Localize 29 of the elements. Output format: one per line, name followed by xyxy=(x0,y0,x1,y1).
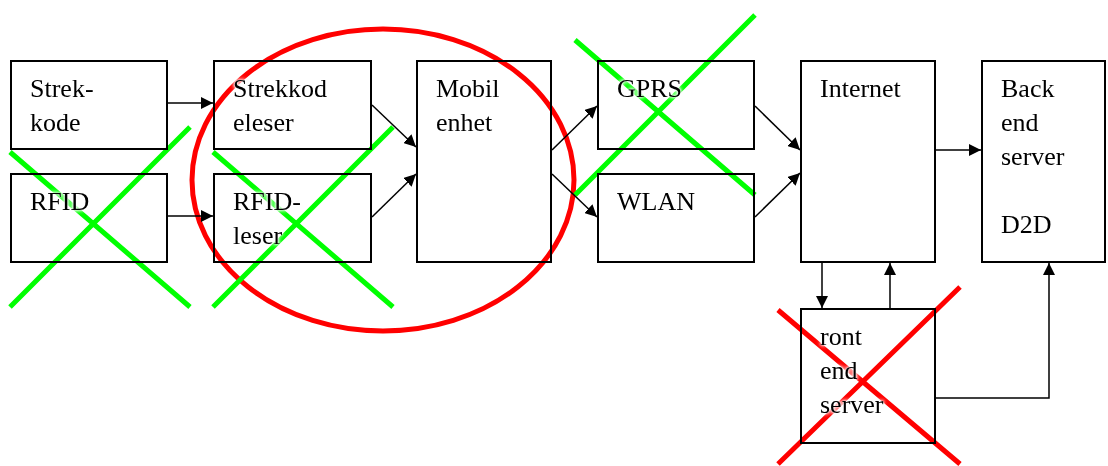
arrow xyxy=(884,262,896,309)
arrow xyxy=(935,262,1055,399)
process-box xyxy=(10,60,168,150)
process-box xyxy=(800,308,936,444)
process-box xyxy=(416,60,552,263)
arrow xyxy=(167,97,214,109)
node-label: Mobil enhet xyxy=(436,73,501,139)
arrow xyxy=(167,210,214,222)
node-label: Internet xyxy=(820,73,902,105)
arrow xyxy=(754,105,801,151)
arrow xyxy=(371,173,417,218)
node-label: Strek- kode xyxy=(30,73,95,139)
arrow xyxy=(935,144,982,156)
process-box xyxy=(597,60,755,150)
process-box xyxy=(800,60,936,263)
arrow xyxy=(551,105,598,151)
node-label: Strekkod eleser xyxy=(233,73,328,139)
arrow xyxy=(371,104,417,148)
node-label: D2D xyxy=(1001,209,1053,241)
node-label: WLAN xyxy=(617,186,696,218)
arrow xyxy=(754,172,801,218)
arrow xyxy=(551,173,598,218)
process-box xyxy=(597,173,755,263)
process-box xyxy=(213,60,372,150)
process-box xyxy=(981,60,1106,263)
process-box xyxy=(213,173,372,263)
arrow xyxy=(816,262,828,309)
process-box xyxy=(10,173,168,263)
node-label: Back end server xyxy=(1001,73,1066,173)
